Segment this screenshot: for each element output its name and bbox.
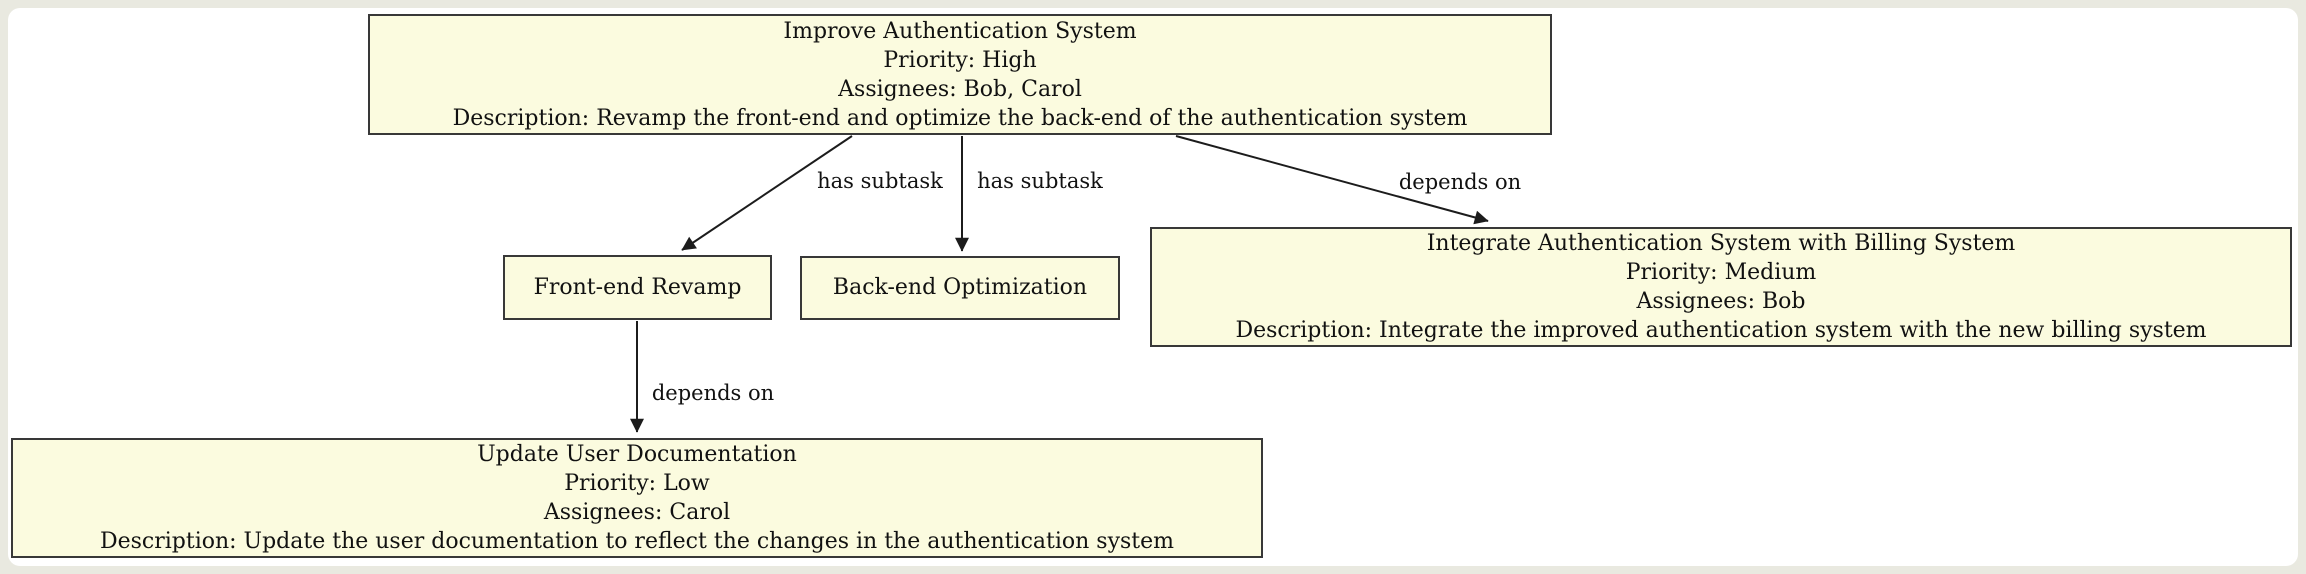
task-node-update-user-documentation: Update User Documentation Priority: Low … [11, 438, 1263, 558]
task-description: Description: Integrate the improved auth… [1235, 318, 2207, 343]
edge-label-has-subtask-1: has subtask [817, 169, 943, 193]
task-description: Description: Update the user documentati… [99, 529, 1175, 554]
task-title: Back-end Optimization [832, 275, 1088, 300]
task-assignees: Assignees: Carol [543, 500, 731, 525]
task-priority: Priority: Low [564, 471, 710, 496]
task-title: Update User Documentation [477, 442, 797, 467]
task-title: Front-end Revamp [533, 274, 742, 300]
task-assignees: Assignees: Bob [1636, 289, 1806, 314]
task-title: Integrate Authentication System with Bil… [1426, 231, 2016, 256]
task-priority: Priority: Medium [1625, 260, 1817, 285]
task-node-improve-authentication-system: Improve Authentication System Priority: … [368, 14, 1552, 135]
edge-label-depends-on-billing: depends on [1398, 170, 1522, 194]
task-node-integrate-authentication-with-billing: Integrate Authentication System with Bil… [1150, 227, 2292, 347]
task-priority: Priority: High [883, 47, 1037, 73]
task-node-back-end-optimization: Back-end Optimization [800, 256, 1120, 320]
edge-label-has-subtask-2: has subtask [977, 169, 1103, 193]
task-node-front-end-revamp: Front-end Revamp [503, 255, 772, 320]
task-title: Improve Authentication System [783, 18, 1137, 44]
task-assignees: Assignees: Bob, Carol [838, 76, 1082, 102]
task-description: Description: Revamp the front-end and op… [452, 105, 1468, 131]
edge-label-depends-on-docs: depends on [651, 381, 775, 405]
